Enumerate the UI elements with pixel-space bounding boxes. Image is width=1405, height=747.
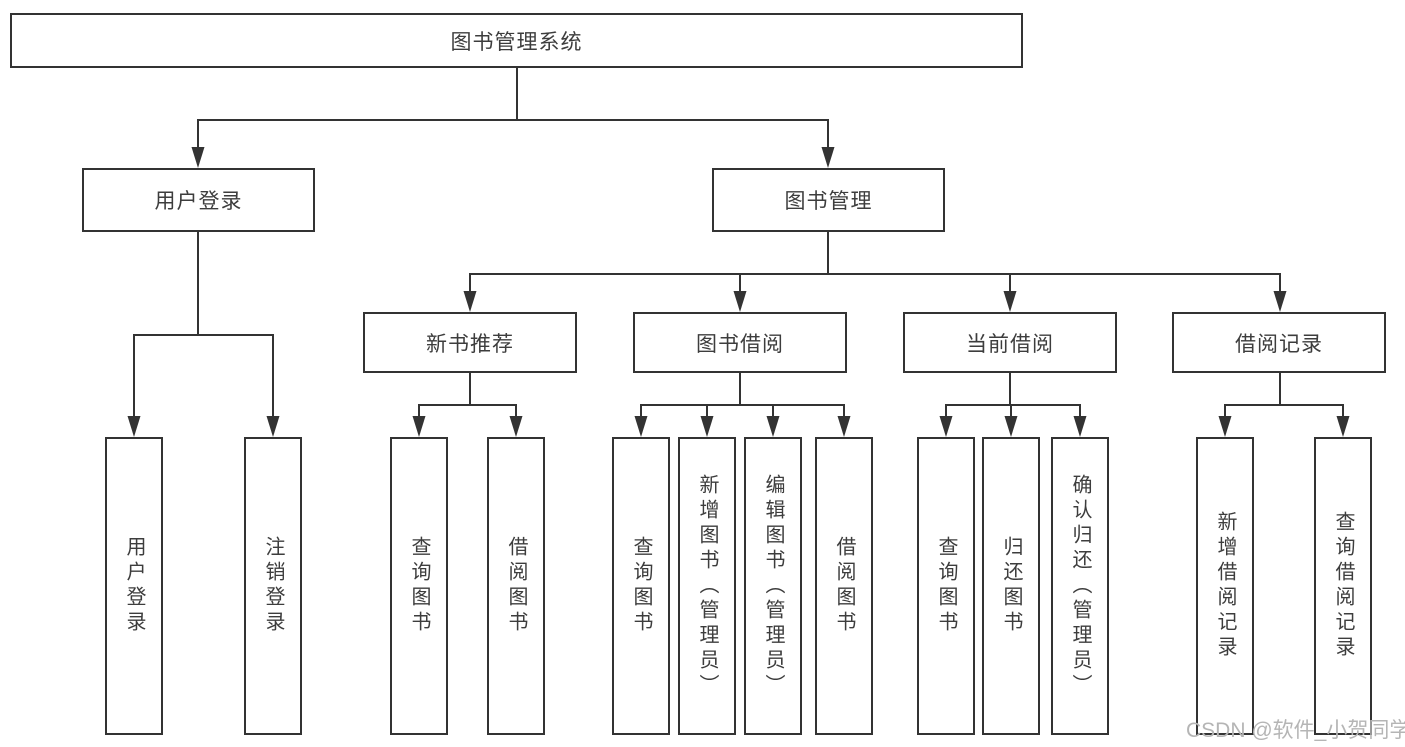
- node-label: 确认归还（管理员）: [1069, 473, 1091, 699]
- node-label: 归还图书: [1000, 536, 1022, 636]
- node-new-book-recommendation: 新书推荐: [363, 312, 577, 373]
- node-label: 查询图书: [630, 536, 652, 636]
- leaf-logout: 注销登录: [244, 437, 302, 735]
- leaf-confirm-return-admin: 确认归还（管理员）: [1051, 437, 1109, 735]
- leaf-query-books: 查询图书: [390, 437, 448, 735]
- node-label: 注销登录: [262, 536, 284, 636]
- leaf-add-book-admin: 新增图书（管理员）: [678, 437, 736, 735]
- leaf-borrow-book: 借阅图书: [487, 437, 545, 735]
- node-label: 编辑图书（管理员）: [762, 473, 784, 699]
- node-book-borrowing: 图书借阅: [633, 312, 847, 373]
- node-label: 当前借阅: [966, 332, 1054, 356]
- node-label: 图书管理系统: [450, 30, 583, 54]
- node-label: 用户登录: [123, 536, 145, 636]
- leaf-add-borrow-record: 新增借阅记录: [1196, 437, 1254, 735]
- csdn-watermark: CSDN @软件_小贺同学: [1186, 719, 1405, 742]
- node-library-management-system: 图书管理系统: [10, 13, 1023, 68]
- leaf-edit-book-admin: 编辑图书（管理员）: [744, 437, 802, 735]
- node-label: 用户登录: [154, 190, 243, 213]
- leaf-query-books: 查询图书: [612, 437, 670, 735]
- node-user-login: 用户登录: [82, 168, 315, 232]
- leaf-query-books: 查询图书: [917, 437, 975, 735]
- leaf-borrow-book: 借阅图书: [815, 437, 873, 735]
- node-label: 新增图书（管理员）: [696, 473, 718, 699]
- node-label: 查询图书: [935, 536, 957, 636]
- node-label: 新增借阅记录: [1214, 511, 1236, 661]
- node-label: 图书借阅: [696, 332, 784, 356]
- node-borrowing-records: 借阅记录: [1172, 312, 1386, 373]
- node-book-management: 图书管理: [712, 168, 945, 232]
- node-label: 借阅图书: [833, 536, 855, 636]
- node-label: 借阅图书: [505, 536, 527, 636]
- node-label: 查询借阅记录: [1332, 511, 1354, 661]
- leaf-return-book: 归还图书: [982, 437, 1040, 735]
- leaf-user-login: 用户登录: [105, 437, 163, 735]
- node-label: 借阅记录: [1235, 332, 1323, 356]
- node-label: 新书推荐: [426, 332, 514, 356]
- leaf-query-borrow-record: 查询借阅记录: [1314, 437, 1372, 735]
- node-label: 图书管理: [784, 190, 873, 213]
- node-label: 查询图书: [408, 536, 430, 636]
- node-current-borrowing: 当前借阅: [903, 312, 1117, 373]
